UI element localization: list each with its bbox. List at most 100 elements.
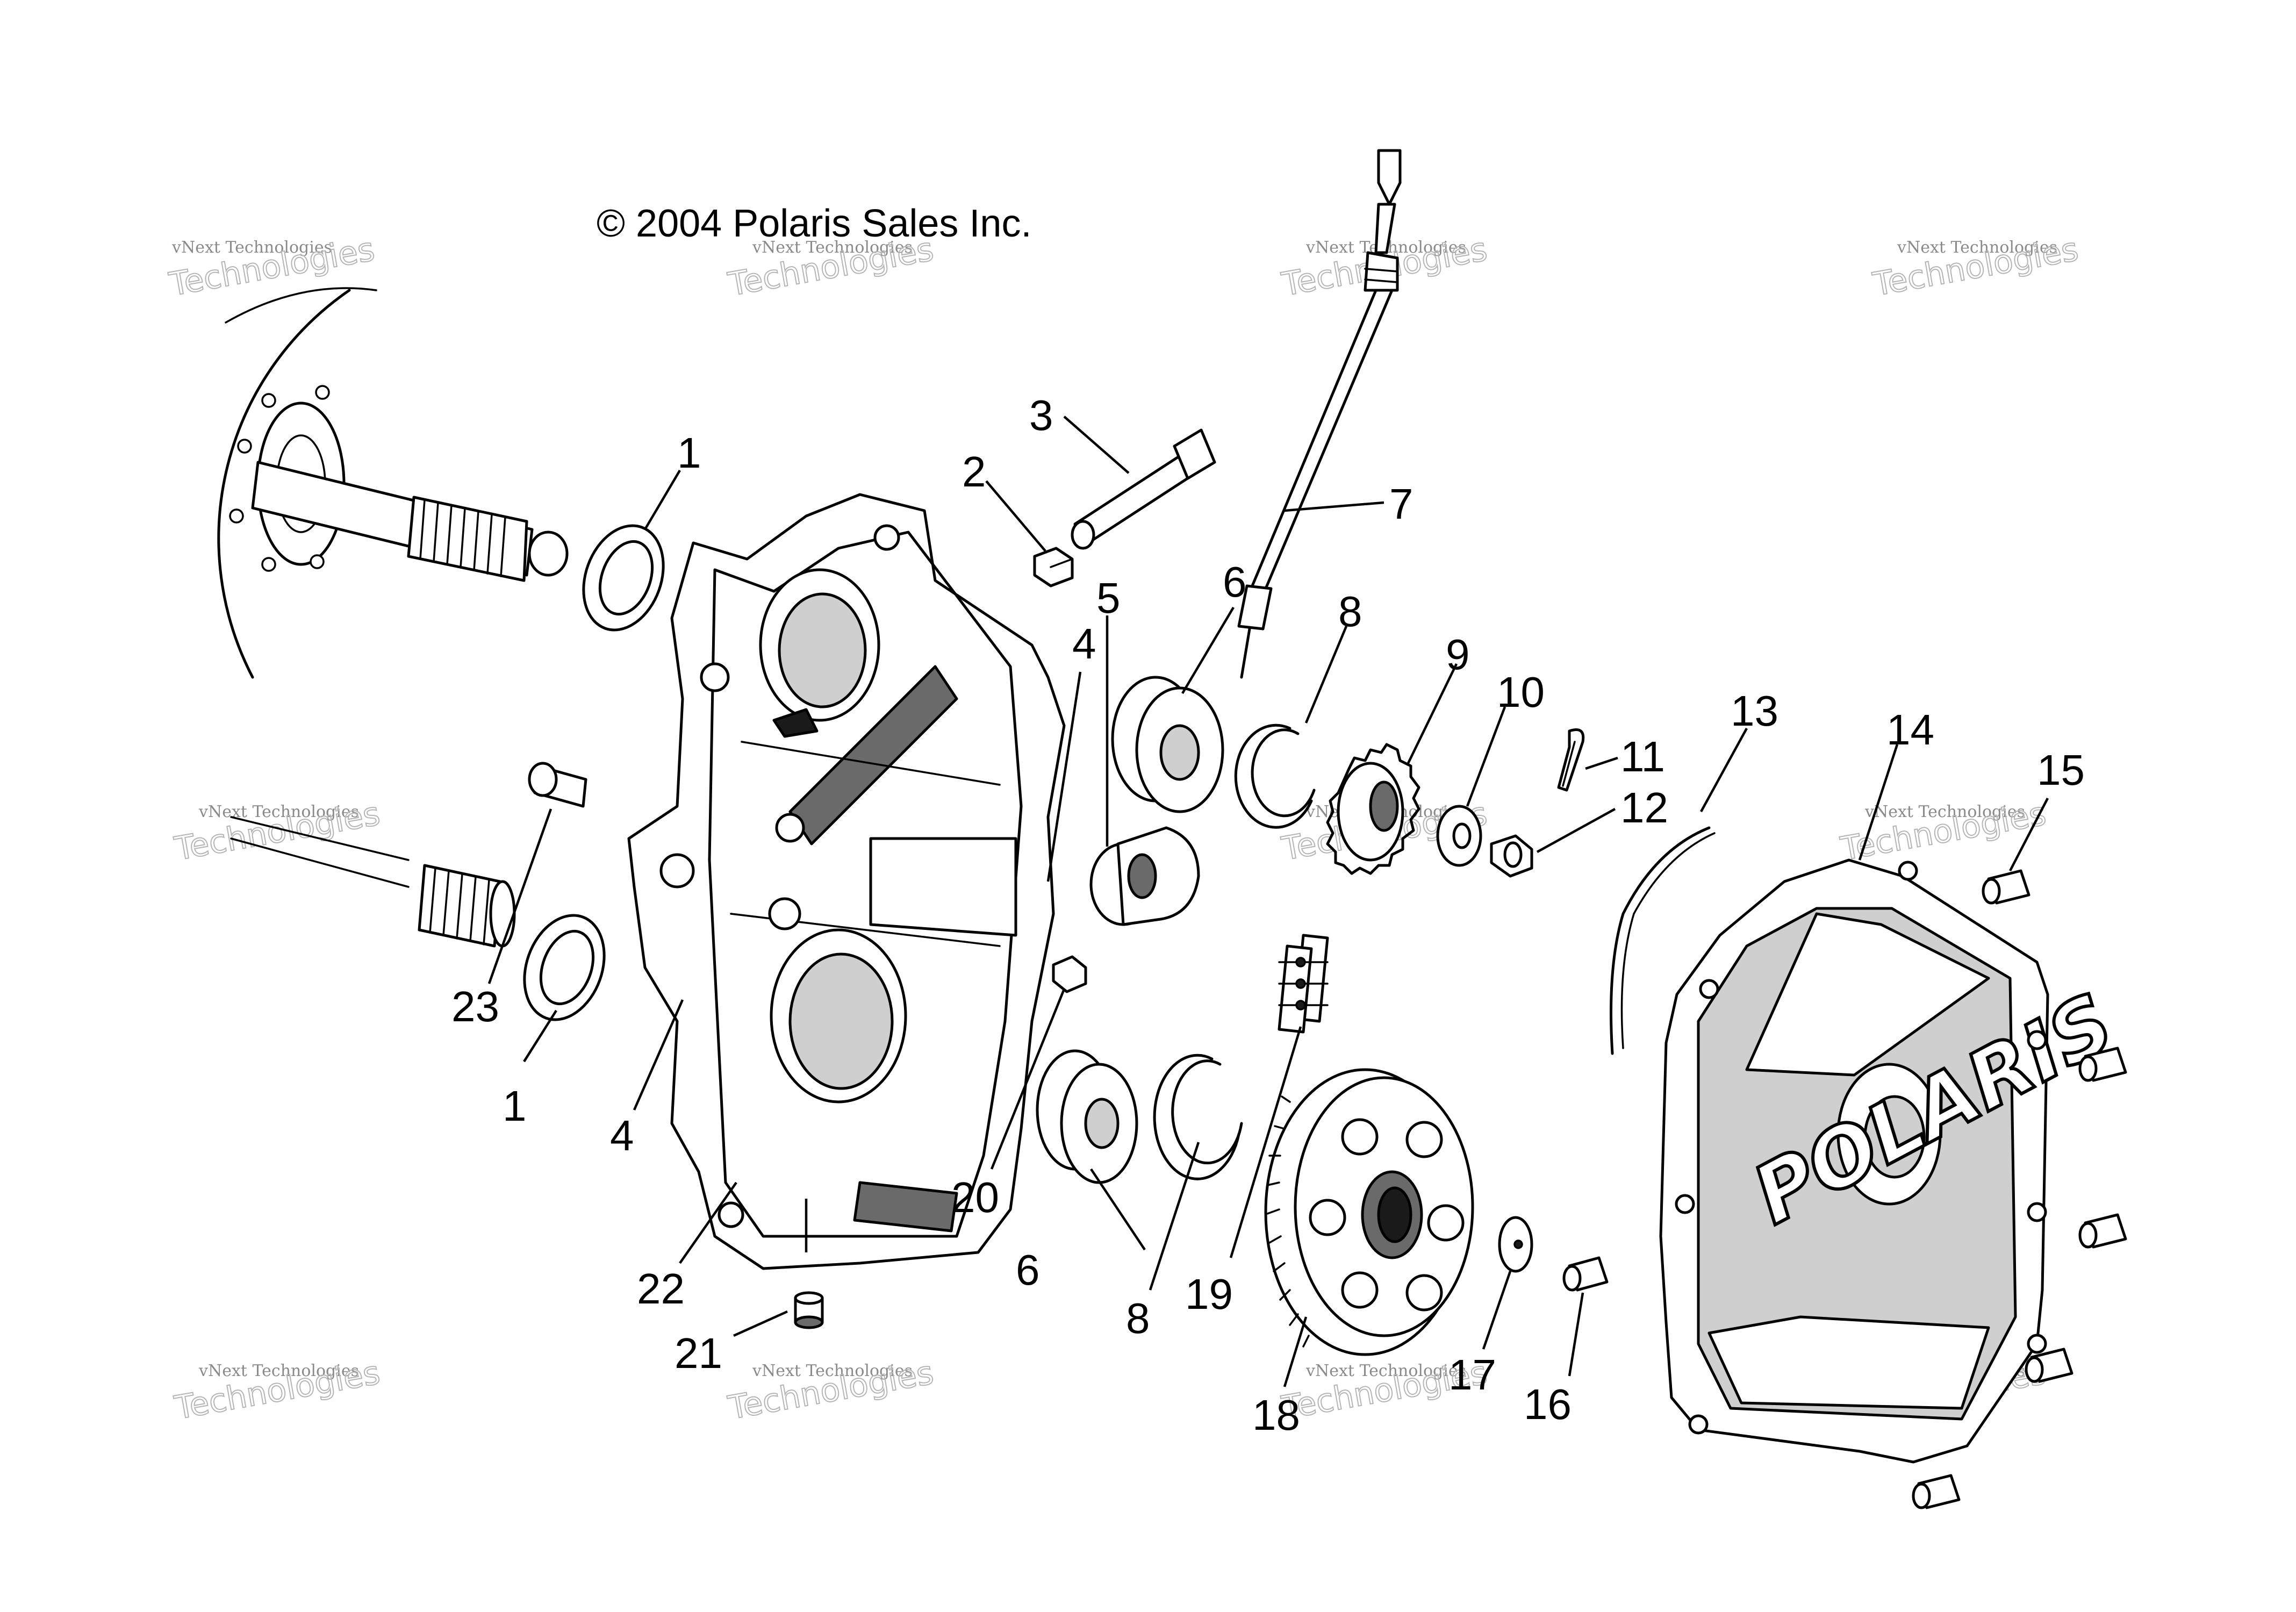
cover-bolt [2078,1047,2127,1082]
upper-shaft-end [528,531,569,577]
callout-18: 18 [1252,1391,1300,1439]
cover-bolt-hole [2027,1334,2047,1354]
dipstick-end [1240,627,1251,679]
hub-bolts [229,385,330,572]
cotter-pin [1557,728,1585,792]
callout-7: 7 [1389,480,1414,528]
housing-boss [659,853,695,889]
housing-boss [718,1201,744,1228]
sprocket-bolt [1562,1256,1609,1292]
svg-text:vNext Technologies: vNext Technologies [171,238,332,257]
snap-ring-upper [1234,723,1316,829]
housing-boss [873,524,900,551]
callout-1: 1 [677,429,701,477]
housing-boss [700,662,730,692]
callout-6: 6 [1223,558,1247,606]
callout-2: 2 [962,448,986,496]
driven-sprocket-spline [1377,1186,1412,1243]
svg-text:vNext Technologies: vNext Technologies [752,1362,913,1380]
watermark: vNext Technologies Technologies [1869,230,2082,304]
svg-text:vNext Technologies: vNext Technologies [752,238,913,257]
cover-bolt-hole [1699,979,1719,999]
callout-12: 12 [1620,784,1668,832]
cover-boss-inner [1863,1095,1926,1179]
hex-nut [1033,547,1074,588]
svg-text:vNext Technologies: vNext Technologies [1864,803,2025,821]
chaincase-housing [627,493,1066,1270]
dipstick-rod-front [1251,289,1377,588]
svg-text:vNext Technologies: vNext Technologies [1897,238,2057,257]
spline-ridges [419,499,506,577]
lower-shaft-end [489,880,516,948]
housing-rib [869,837,1017,937]
dipstick [1237,149,1402,679]
dipstick-rod-back [1264,289,1394,590]
lower-shaft-lower-line [230,837,410,888]
seal-upper [582,524,665,632]
housing-web [741,741,1001,786]
cover-bolts [1912,869,2127,1509]
driven-sprocket-teeth [1266,1095,1310,1348]
housing-inner-rim [708,531,1023,1238]
cover-bolt-hole [1675,1194,1695,1214]
snap-ring-lower [1153,1054,1243,1180]
callout-16: 16 [1524,1380,1572,1428]
drive-disc-edge [225,287,377,324]
callout-1: 1 [503,1082,527,1130]
callouts: 1 1 2 3 4 4 5 6 6 7 8 8 9 10 11 12 13 14… [451,391,2085,1439]
lightening-hole [1309,1199,1346,1236]
flat-washer [1436,805,1482,867]
dipstick-tip [1237,584,1273,631]
drive-disc-outline [217,289,351,679]
cover-bolt-hole [2027,1202,2047,1222]
watermark: vNext Technologies Technologies [724,1353,937,1428]
bolt [1071,428,1216,550]
bearing-lower [1036,1049,1138,1184]
housing-outline [627,493,1066,1270]
hub-bolt [261,393,276,408]
callout-17: 17 [1448,1351,1496,1399]
dipstick-handle [1377,149,1402,206]
upper-shaft-assembly [217,287,569,679]
lightening-hole [1427,1204,1465,1242]
sprocket-washer [1498,1216,1533,1273]
housing-boss [768,897,801,930]
lower-nut [1052,955,1087,993]
hub-bolt [237,439,252,454]
housing-boss [775,813,805,843]
drain-plug [794,1291,824,1329]
lightening-hole [1341,1118,1379,1156]
cover-gasket [1610,826,1716,1055]
drive-sprocket [1326,743,1420,875]
callout-10: 10 [1497,668,1545,716]
callout-15: 15 [2037,746,2085,794]
cover-bolt [1912,1474,1961,1509]
tensioner-rail [788,665,958,846]
callout-21: 21 [675,1329,722,1377]
callout-13: 13 [1731,687,1778,735]
cover-bolt-hole [1898,861,1918,881]
sprocket-hub [1369,780,1399,832]
cover-bolt [2078,1213,2127,1249]
callout-14: 14 [1886,706,1934,754]
lightening-hole [1405,1274,1443,1312]
cover-bolt-hole [2027,1030,2047,1050]
callout-5: 5 [1096,574,1121,622]
lightening-hole [1405,1121,1443,1158]
cover-highlight-bottom [1707,1315,1990,1410]
hub-bolt [261,557,276,572]
copyright-text: © 2004 Polaris Sales Inc. [597,202,1031,245]
drive-chain [1278,934,1329,1034]
cover-bolt-hole [1688,1414,1709,1435]
callout-9: 9 [1446,631,1470,678]
callout-3: 3 [1029,391,1053,439]
lower-shaft-assembly [230,816,516,948]
castle-nut [1490,834,1533,878]
lower-spline-ridges [429,867,490,945]
callout-4: 4 [1072,620,1096,668]
tensioner-roller [1089,826,1200,926]
lower-bearing-bore-inner [788,952,894,1090]
upper-bearing-bore-inner [778,592,867,708]
dowel-pin [528,762,587,808]
watermark: vNext Technologies Technologies [171,794,383,869]
